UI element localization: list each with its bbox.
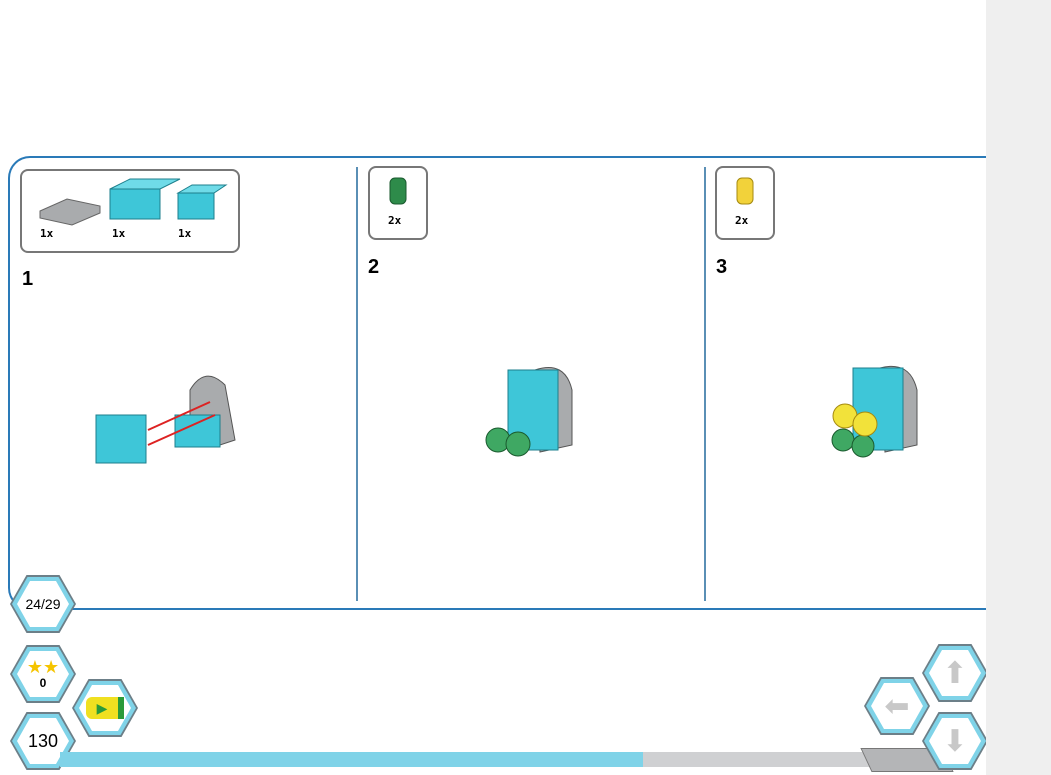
step-3-illustration	[831, 365, 918, 458]
page-counter-button[interactable]: 24/29	[10, 575, 76, 633]
right-sidebar-overlay	[986, 0, 1051, 775]
up-button[interactable]: ⬆	[922, 644, 988, 702]
part-quantity: 1x	[178, 227, 192, 240]
arrow-down-icon: ⬇	[942, 724, 968, 758]
step-number: 2	[368, 256, 380, 278]
previous-button[interactable]: ⬅	[864, 677, 930, 735]
part-quantity: 2x	[388, 214, 402, 227]
parts-images	[39, 178, 228, 226]
arrow-up-icon: ⬆	[942, 656, 968, 690]
parts-list-step-3: 2x	[715, 166, 775, 240]
parts-list-step-2: 2x	[368, 166, 428, 240]
part-quantity: 2x	[735, 214, 749, 227]
arrow-left-icon: ⬅	[884, 689, 910, 723]
step-1-illustration	[95, 375, 236, 464]
stars-count: 0	[39, 676, 47, 690]
step-divider	[356, 167, 358, 601]
part-quantity: 1x	[40, 227, 54, 240]
instruction-frame	[8, 156, 998, 610]
step-divider	[704, 167, 706, 601]
part-image	[736, 177, 754, 205]
step-number: 3	[716, 256, 728, 278]
progress-bar	[60, 752, 870, 767]
stars-badge: ★★0	[10, 645, 76, 703]
play-icon: ▶	[86, 697, 124, 719]
star-icon: ★★	[26, 657, 60, 677]
progress-fill	[60, 752, 644, 767]
step-2-illustration	[485, 367, 573, 457]
step-number: 1	[22, 268, 34, 290]
part-quantity: 1x	[112, 227, 126, 240]
page-counter: 24/29	[25, 596, 61, 612]
part-image	[389, 177, 407, 205]
score-value: 130	[27, 730, 59, 751]
play-button[interactable]: ▶	[72, 679, 138, 737]
down-button[interactable]: ⬇	[922, 712, 988, 770]
score-badge: 130	[10, 712, 76, 770]
parts-list-step-1: 1x 1x 1x	[20, 169, 240, 253]
